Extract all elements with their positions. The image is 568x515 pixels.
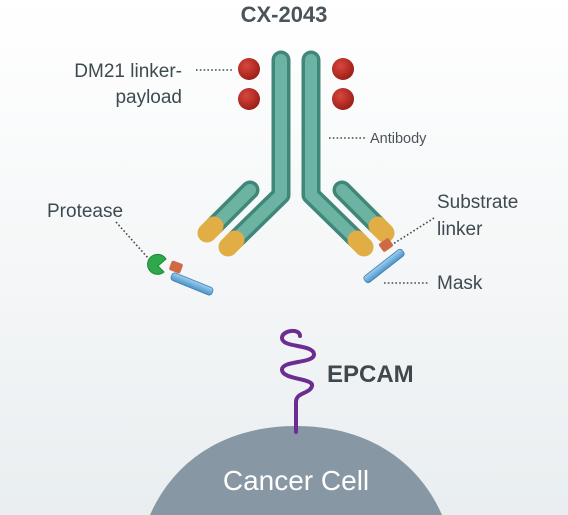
payload-ball [332,88,354,110]
epcam-label: EPCAM [327,361,414,388]
antibody-tip-left-outer [197,216,224,243]
cancer-cell: Cancer Cell [150,426,442,515]
payload-ball [238,88,260,110]
antibody-label: Antibody [370,131,427,147]
cleaved-mask [170,272,214,296]
substrate-leader [392,217,435,245]
antibody-tip-left-inner [218,230,245,257]
diagram-title: CX-2043 [241,2,328,27]
substrate-linker [379,238,393,252]
epcam-receptor [280,329,316,434]
antibody [197,50,395,257]
protease-complex [147,253,214,296]
antibody-tip-right-outer [368,216,395,243]
payload-label-line2: payload [115,87,182,108]
cleaved-substrate-linker [169,260,183,274]
mask [363,248,405,284]
substrate-label-line2: linker [437,219,483,240]
protease-label: Protease [47,201,123,222]
dm21-payloads [238,58,354,110]
protease-enzyme [147,253,167,275]
cancer-cell-label: Cancer Cell [223,465,369,496]
payload-ball [238,58,260,80]
payload-ball [332,58,354,80]
antibody-tip-right-inner [347,230,374,257]
protease-leader [115,221,149,259]
mask-label: Mask [437,273,483,294]
payload-label-line1: DM21 linker- [74,61,182,82]
substrate-label-line1: Substrate [437,192,518,213]
mask-attached [363,238,405,284]
